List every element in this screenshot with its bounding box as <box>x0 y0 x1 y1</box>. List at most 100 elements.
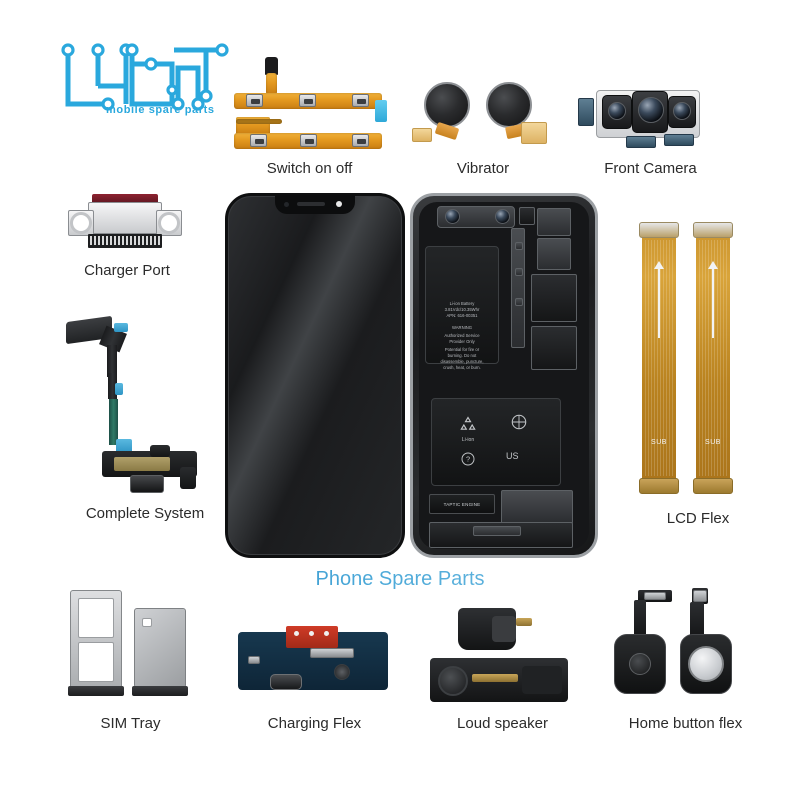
logic-board-chip-1 <box>537 208 571 236</box>
switch-pad-6 <box>352 134 369 147</box>
camera-lens-left <box>608 102 626 120</box>
home-button-connector-left <box>644 592 666 600</box>
battery-notice-line5: disassemble, puncture, <box>440 359 484 364</box>
lcd-flex-arrow-left <box>654 261 664 338</box>
product-loud-speaker-image <box>430 608 570 703</box>
battery-notice-line2: Provider Only <box>449 339 475 344</box>
internal-sensor-chip <box>519 207 535 225</box>
logic-board-chip-4 <box>531 326 577 370</box>
charger-port-screw-left <box>70 212 92 234</box>
product-label-switch-on-off: Switch on off <box>266 160 353 177</box>
product-label-vibrator: Vibrator <box>456 160 510 177</box>
product-label-charging-flex: Charging Flex <box>267 715 362 732</box>
lcd-flex-cable-right: SUB <box>693 222 733 494</box>
camera-lens-right <box>673 102 691 120</box>
home-button-cap <box>688 646 724 682</box>
battery-notice-line6: crush, heat, or burn. <box>443 365 481 370</box>
complete-system-blue-tab-mid <box>115 383 123 395</box>
charging-flex-red-dot-1 <box>294 631 299 636</box>
product-label-loud-speaker: Loud speaker <box>457 715 548 732</box>
internal-camera-lens-2 <box>495 209 510 224</box>
charger-port-pins <box>88 234 162 248</box>
earpiece-speaker <box>297 202 325 206</box>
charging-flex-connector <box>310 648 354 658</box>
complete-system-blue-tab-lower <box>116 439 132 453</box>
sim-tray-edge-1 <box>68 686 124 696</box>
switch-connector-line <box>236 119 282 124</box>
proximity-sensor-icon <box>284 202 289 207</box>
svg-text:?: ? <box>466 455 470 464</box>
loud-speaker-chamber <box>492 616 516 642</box>
product-switch-on-off-image <box>232 55 387 150</box>
battery-cell-lower: Li-ion ? US <box>431 398 561 486</box>
lcd-flex-sub-label-right: SUB <box>705 439 721 446</box>
switch-blue-tab <box>375 100 387 122</box>
product-label-front-camera: Front Camera <box>604 160 697 177</box>
page-title: Phone Spare Parts <box>0 568 800 591</box>
complete-system-shield <box>150 445 170 457</box>
vibrator-pad-left <box>412 128 432 142</box>
front-camera-hole <box>336 201 342 207</box>
internal-camera-lens-1 <box>445 209 460 224</box>
lcd-flex-foot-left <box>639 478 679 494</box>
sim-slot-2 <box>78 642 114 682</box>
complete-system-mic-block <box>180 467 196 489</box>
sim-tray-edge-2 <box>132 686 188 696</box>
home-button-ribbon-right <box>690 602 704 640</box>
brand-logo: mobile spare parts <box>46 34 232 126</box>
charging-flex-microphone <box>334 664 350 680</box>
battery-spec-line1: Li-ion Battery <box>449 301 475 306</box>
switch-pad-3 <box>352 94 369 107</box>
complete-system-cable-mid <box>108 373 117 399</box>
taptic-engine-label: TAPTIC ENGINE <box>429 494 495 514</box>
recycle-icon <box>460 416 476 430</box>
switch-button-cap <box>265 57 278 75</box>
charger-port-red-band <box>92 194 158 204</box>
camera-lens-main <box>638 97 664 123</box>
product-home-button-flex-image <box>608 588 758 700</box>
logic-board-chip-2 <box>537 238 571 270</box>
lcd-flex-cable-left: SUB <box>639 222 679 494</box>
loud-speaker-housing-right <box>522 666 562 694</box>
vibrator-motor-left <box>424 82 470 128</box>
display-notch <box>275 195 355 214</box>
camera-connector-2 <box>664 134 694 146</box>
product-label-sim-tray: SIM Tray <box>100 715 161 732</box>
complete-system-lightning-port <box>130 475 164 493</box>
switch-pad-4 <box>250 134 267 147</box>
battery-notice-line3: Potential for fire or <box>444 347 480 352</box>
battery-spec-line3: APN: 616-00351 <box>446 313 478 318</box>
charging-flex-pad <box>248 656 260 664</box>
loud-speaker-cone <box>438 666 468 696</box>
product-lcd-flex-image: SUB SUB <box>630 222 762 494</box>
product-vibrator-image <box>408 80 558 150</box>
battery-recycle-label: Li-ion <box>461 437 475 443</box>
product-sim-tray-image <box>68 590 193 700</box>
product-label-charger-port: Charger Port <box>84 262 170 279</box>
product-charging-flex-image <box>236 620 396 700</box>
lcd-flex-sub-label-left: SUB <box>651 439 667 446</box>
camera-side-connector <box>578 98 594 126</box>
internals-chassis: Li-ion Battery 3.81Vdc/10.35Whr APN: 616… <box>419 202 589 549</box>
logic-board-chip-3 <box>531 274 577 322</box>
logic-board-connector-3 <box>515 298 523 306</box>
complete-system-cable-upper <box>107 345 117 377</box>
loud-speaker-contact-strip <box>472 674 518 682</box>
switch-pad-1 <box>246 94 263 107</box>
internal-bottom-bracket <box>501 490 573 524</box>
switch-stem <box>266 73 277 95</box>
camera-housing-right <box>668 96 696 128</box>
lcd-flex-head-left <box>639 222 679 238</box>
product-label-complete-system: Complete System <box>85 505 205 522</box>
home-button-ribbon-left <box>634 600 646 640</box>
charging-flex-red-component <box>286 626 338 648</box>
home-button-sensor <box>629 653 651 675</box>
home-button-back <box>614 634 666 694</box>
switch-pad-2 <box>299 94 316 107</box>
lcd-flex-arrow-right <box>708 261 718 338</box>
internal-speaker-grille <box>473 526 521 536</box>
product-label-lcd-flex: LCD Flex <box>666 510 730 527</box>
sim-slot-1 <box>78 598 114 638</box>
logic-board-strip <box>511 228 525 348</box>
